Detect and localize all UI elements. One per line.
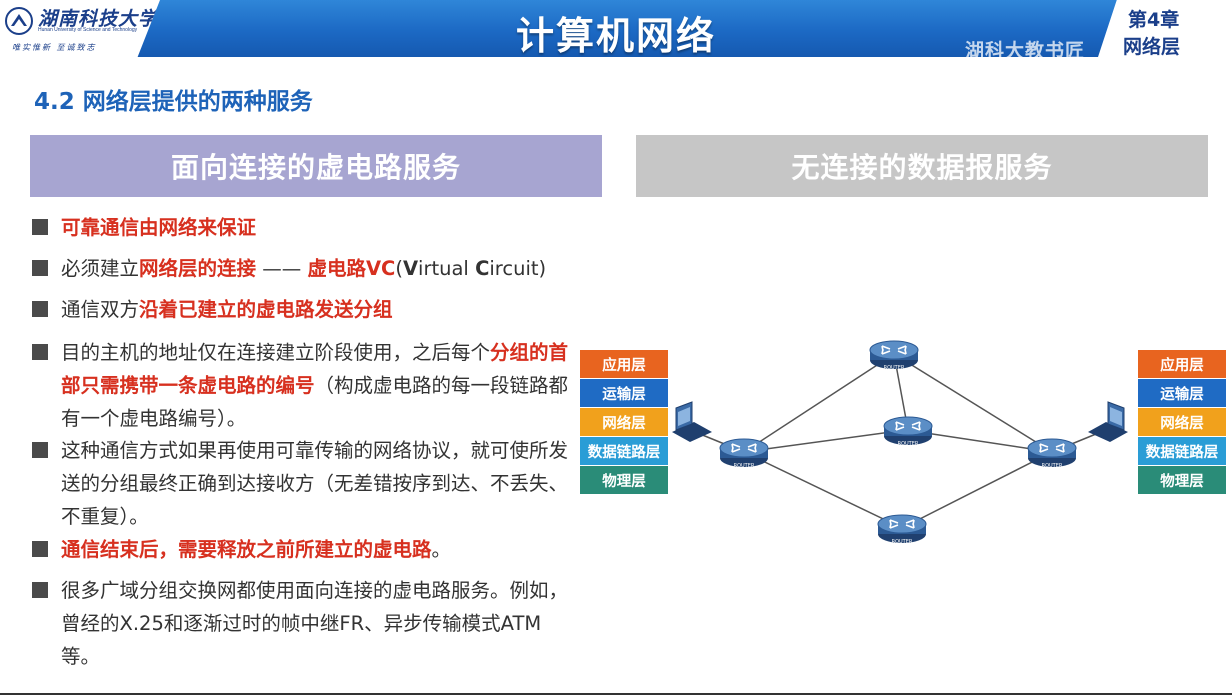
right-protocol-stack: 应用层 运输层 网络层 数据链路层 物理层	[1138, 350, 1226, 495]
network-diagram: 应用层 运输层 网络层 数据链路层 物理层 应用层 运输层 网络层 数据链路层 …	[576, 330, 1232, 560]
router-label: ROUTER	[884, 365, 905, 371]
router-label: ROUTER	[892, 539, 913, 545]
router-label: ROUTER	[734, 463, 755, 469]
bullet-2-text: 必须建立	[61, 257, 140, 280]
logo-motto: 唯实惟新 至诚致志	[12, 43, 97, 52]
bullet-3: 通信双方沿着已建立的虚电路发送分组	[32, 293, 572, 326]
bullet-square-icon	[32, 219, 48, 235]
bullet-2-ircuit: ircuit)	[489, 257, 547, 280]
bullet-square-icon	[32, 344, 48, 360]
router-label: ROUTER	[1042, 463, 1063, 469]
bullet-6-highlight: 通信结束后，需要释放之前所建立的虚电路	[61, 538, 432, 561]
bullet-5-text: 这种通信方式如果再使用可靠传输的网络协议，就可使所发送的分组最终正确到达接收方（…	[61, 439, 569, 528]
virtual-circuit-service-banner: 面向连接的虚电路服务	[30, 135, 602, 197]
layer-datalink: 数据链路层	[580, 437, 668, 466]
router-labels: ROUTER ROUTER ROUTER ROUTER ROUTER	[734, 365, 1063, 545]
bullet-7-text: 很多广域分组交换网都使用面向连接的虚电路服务。例如，曾经的X.25和逐渐过时的帧…	[61, 579, 569, 668]
bullet-square-icon	[32, 442, 48, 458]
right-computer-icon	[1087, 401, 1129, 443]
header-bar: 湖南科技大学 Hunan University of Science and T…	[0, 0, 1232, 62]
chapter-number: 第4章	[1128, 9, 1180, 31]
chapter-box	[1098, 0, 1232, 57]
layer-application: 应用层	[580, 350, 668, 379]
bullet-2-paren: (	[395, 257, 403, 280]
bottom-divider	[0, 693, 1232, 695]
layer-transport: 运输层	[580, 379, 668, 408]
bullet-2-v: V	[402, 257, 419, 280]
bullet-1: 可靠通信由网络来保证	[32, 211, 572, 244]
layer-transport: 运输层	[1138, 379, 1226, 408]
bullet-4: 目的主机的地址仅在连接建立阶段使用，之后每个分组的首部只需携带一条虚电路的编号（…	[32, 336, 572, 435]
bullet-2-c: C	[475, 257, 490, 280]
bullet-6: 通信结束后，需要释放之前所建立的虚电路。	[32, 533, 572, 566]
bullet-4-highlight: 分组的首部只需携带一条虚电路的编号	[61, 341, 569, 397]
university-logo: 湖南科技大学 Hunan University of Science and T…	[0, 0, 160, 57]
topology-svg: ROUTER ROUTER ROUTER ROUTER ROUTER	[671, 340, 1129, 545]
bullet-1-highlight: 可靠通信由网络来保证	[61, 216, 257, 239]
bullet-2-vc: 虚电路VC	[307, 257, 396, 280]
bullet-square-icon	[32, 301, 48, 317]
bullet-square-icon	[32, 541, 48, 557]
layer-application: 应用层	[1138, 350, 1226, 379]
bullet-2-highlight: 网络层的连接	[139, 257, 257, 280]
bullet-square-icon	[32, 260, 48, 276]
bullet-3-highlight: 沿着已建立的虚电路发送分组	[139, 298, 393, 321]
layer-network: 网络层	[580, 408, 668, 437]
bullet-2: 必须建立网络层的连接 —— 虚电路VC(Virtual Circuit)	[32, 252, 612, 285]
router-label: ROUTER	[898, 441, 919, 447]
bullet-2-dash: ——	[256, 257, 308, 280]
logo-english-name: Hunan University of Science and Technolo…	[38, 27, 138, 33]
layer-physical: 物理层	[1138, 466, 1226, 495]
chapter-name: 网络层	[1123, 36, 1181, 58]
layer-physical: 物理层	[580, 466, 668, 495]
bullet-2-irtual: irtual	[418, 257, 476, 280]
bullet-6-text: 。	[431, 538, 452, 561]
university-emblem-icon	[5, 7, 33, 35]
bullet-5: 这种通信方式如果再使用可靠传输的网络协议，就可使所发送的分组最终正确到达接收方（…	[32, 434, 572, 533]
left-protocol-stack: 应用层 运输层 网络层 数据链路层 物理层	[580, 350, 668, 495]
bullet-7: 很多广域分组交换网都使用面向连接的虚电路服务。例如，曾经的X.25和逐渐过时的帧…	[32, 574, 572, 673]
page-title: 计算机网络	[515, 14, 716, 58]
bullet-square-icon	[32, 582, 48, 598]
watermark: 湖科大教书匠	[965, 40, 1086, 62]
logo-chinese-name: 湖南科技大学	[38, 8, 159, 30]
datagram-service-banner: 无连接的数据报服务	[636, 135, 1208, 197]
bullet-4-text: 目的主机的地址仅在连接建立阶段使用，之后每个	[61, 341, 491, 364]
bullet-4-text-2: （构成虚电路的每一段链路都有一个虚电路编号）。	[61, 374, 569, 430]
layer-datalink: 数据链路层	[1138, 437, 1226, 466]
bullet-3-text: 通信双方	[61, 298, 140, 321]
layer-network: 网络层	[1138, 408, 1226, 437]
section-title: 4.2 网络层提供的两种服务	[34, 89, 313, 115]
